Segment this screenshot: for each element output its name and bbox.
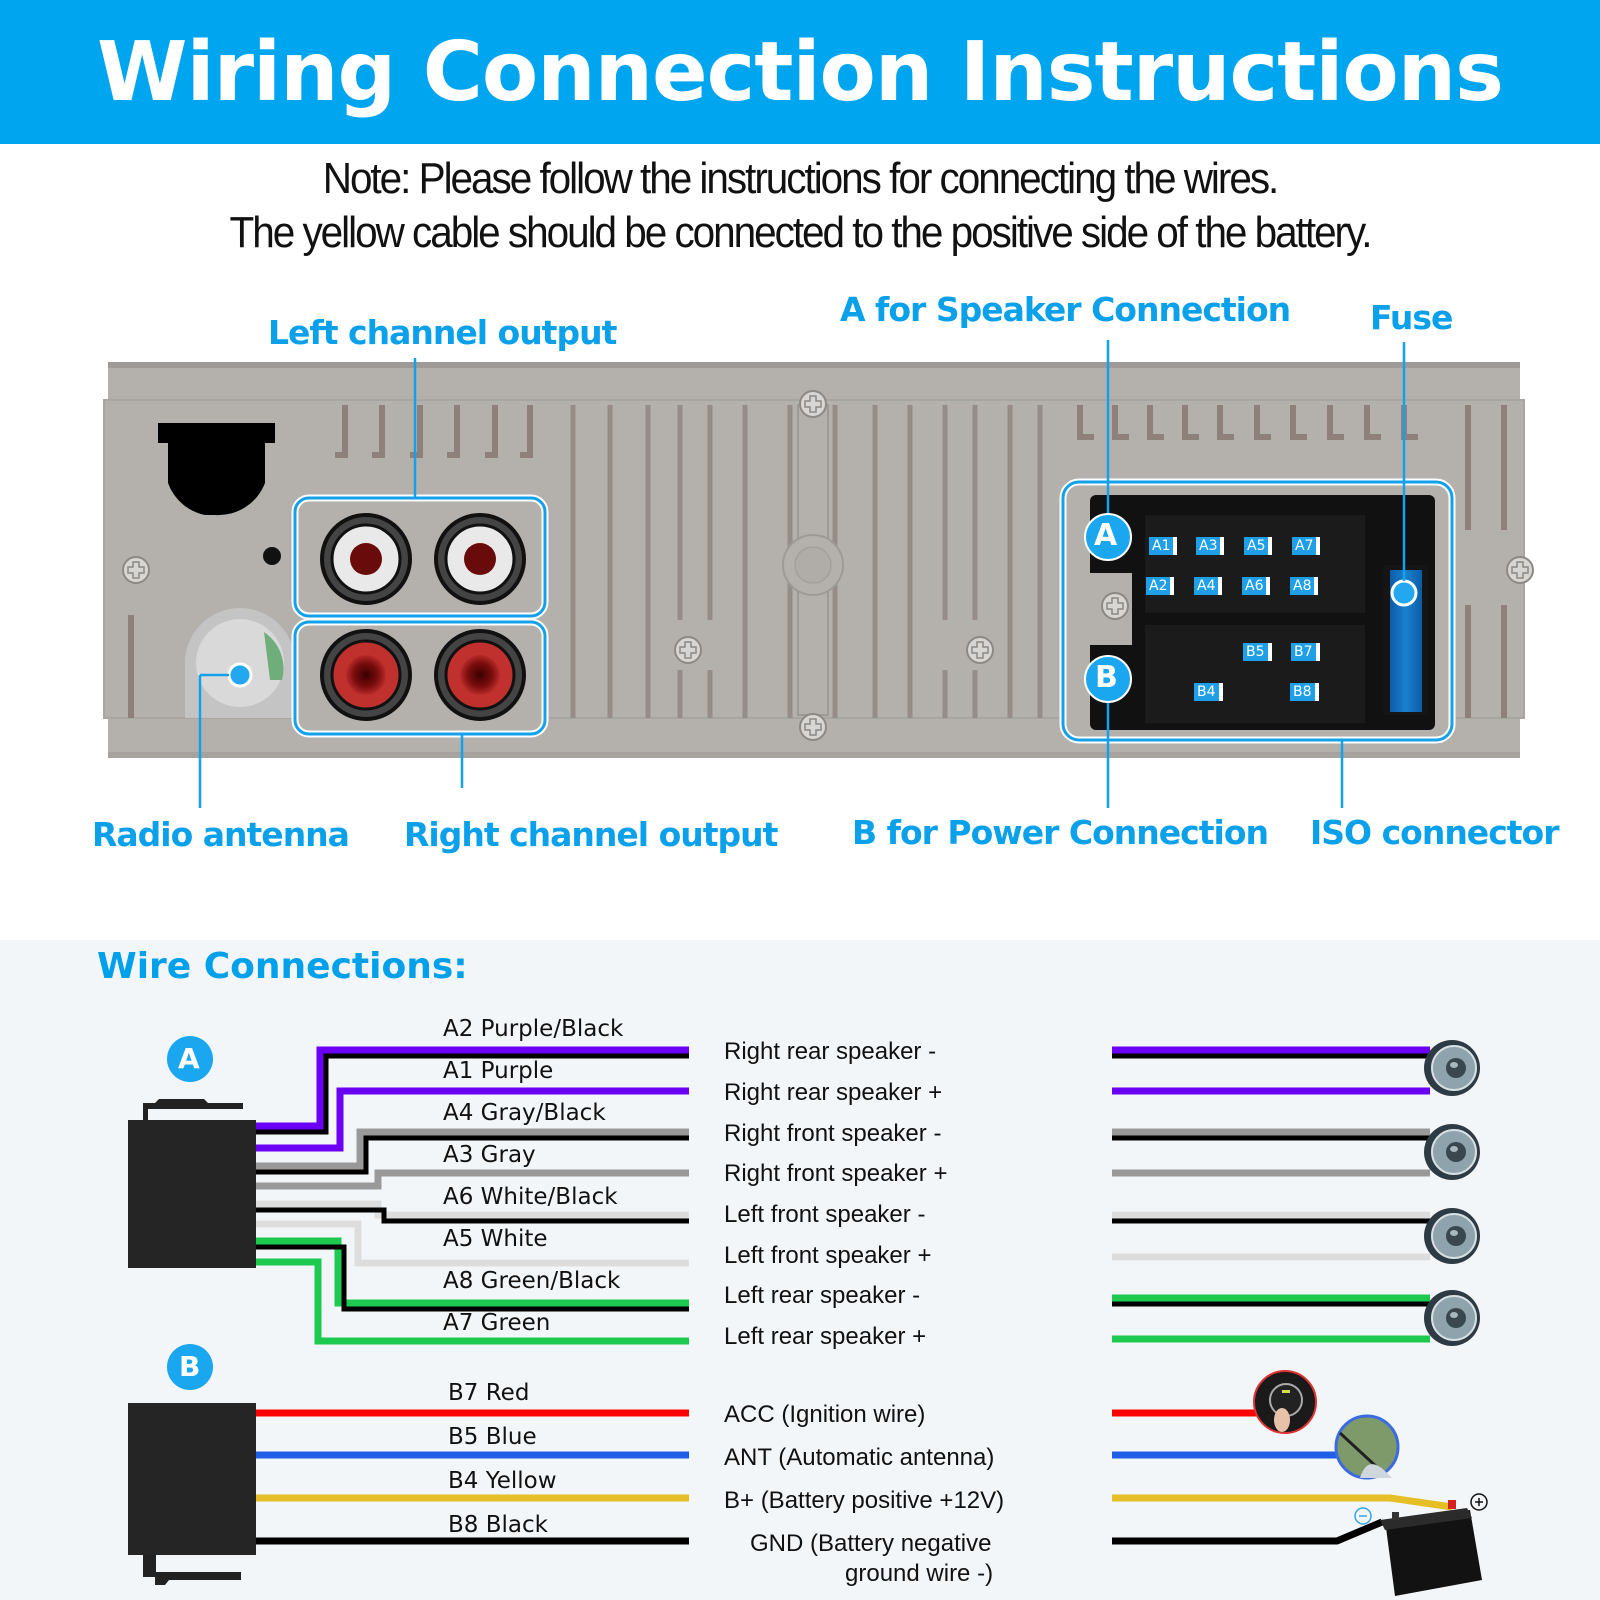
wire-a-stripe-5	[256, 1207, 689, 1224]
iso-pin-a3: A3	[1196, 537, 1225, 555]
note-line-1: Note: Please follow the instructions for…	[322, 154, 1280, 203]
wire-label-a: A6 White/Black	[443, 1184, 618, 1210]
wire-label-a: A1 Purple	[443, 1058, 554, 1084]
rca-left-2	[434, 513, 526, 605]
iso-pin-a5: A5	[1244, 537, 1273, 555]
wire-label-a: A2 Purple/Black	[443, 1016, 624, 1042]
battery-icon	[1354, 1493, 1488, 1596]
speaker-icon	[1424, 1124, 1480, 1180]
wire-label-b: B5 Blue	[448, 1424, 537, 1450]
badge-a-letter: A	[178, 1042, 200, 1075]
speaker-icon	[1424, 1208, 1480, 1264]
badge-a-label: A	[1094, 518, 1117, 553]
wire-a-7	[256, 1237, 689, 1307]
wire-function-gnd-line2: ground wire -)	[845, 1560, 994, 1587]
wire-a-stripe-3	[256, 1135, 689, 1175]
badge-b-connector	[1084, 655, 1132, 703]
connector-a-body	[128, 1120, 256, 1268]
iso-pin-a4: A4	[1194, 577, 1223, 595]
wire-function-gnd-line1: GND (Battery negative	[750, 1530, 992, 1557]
wire-a-1	[256, 1046, 689, 1130]
panel-top-edge	[108, 362, 1520, 368]
speaker-icon	[1424, 1040, 1480, 1096]
wire-function-a: Right front speaker -	[724, 1120, 942, 1147]
antenna-icon	[1334, 1414, 1400, 1480]
iso-pin-a2: A2	[1146, 577, 1175, 595]
badge-a-connector	[1084, 513, 1132, 561]
callout-radio-antenna: Radio antenna	[92, 815, 350, 854]
wire-a-stripe-1	[256, 1053, 689, 1135]
callout-fuse: Fuse	[1370, 298, 1453, 337]
iso-pin-b5: B5	[1243, 643, 1272, 661]
note-line-2: The yellow cable should be connected to …	[229, 208, 1373, 257]
vent-slots-left	[335, 405, 533, 458]
callout-left-channel: Left channel output	[268, 313, 617, 352]
rca-right-2	[434, 629, 526, 721]
wire-a-8	[256, 1258, 689, 1345]
callout-speaker-connection: A for Speaker Connection	[840, 290, 1291, 329]
wire-label-a: A5 White	[443, 1226, 548, 1252]
iso-pin-b8: B8	[1290, 683, 1319, 701]
wire-label-a: A3 Gray	[443, 1142, 536, 1168]
lead-battery-positive	[1112, 1494, 1453, 1511]
rca-left-1	[320, 513, 412, 605]
wire-a-3	[256, 1128, 689, 1170]
wire-label-a: A4 Gray/Black	[443, 1100, 606, 1126]
wire-function-a: Left front speaker +	[724, 1242, 932, 1269]
left-channel-highlight	[293, 496, 547, 618]
badge-b-letter: B	[179, 1350, 200, 1383]
iso-pin-b4: B4	[1194, 683, 1223, 701]
wire-function-a: Left front speaker -	[724, 1201, 926, 1228]
callout-right-channel: Right channel output	[404, 815, 778, 854]
iso-pin-a7: A7	[1292, 537, 1321, 555]
callout-iso-connector: ISO connector	[1310, 813, 1559, 852]
wire-a-6	[256, 1220, 689, 1267]
wire-a-2	[256, 1087, 689, 1152]
wire-label-b: B7 Red	[448, 1380, 530, 1406]
connector-b-body	[128, 1403, 256, 1555]
mic-hole	[263, 547, 281, 565]
badge-b	[167, 1344, 213, 1390]
power-socket-cutout	[158, 423, 275, 516]
radio-rear-panel	[103, 340, 1534, 808]
wire-connections-title: Wire Connections:	[97, 946, 468, 987]
wire-function-b: ACC (Ignition wire)	[724, 1401, 926, 1428]
iso-pin-a8: A8	[1290, 577, 1319, 595]
leader-lines	[198, 340, 1406, 808]
page-title: Wiring Connection Instructions	[97, 24, 1504, 120]
iso-pin-a1: A1	[1149, 537, 1178, 555]
note: Note: Please follow the instructions for…	[64, 152, 1536, 260]
ignition-button-icon	[1253, 1370, 1317, 1434]
wire-function-a: Left rear speaker +	[724, 1323, 927, 1350]
wire-function-b: ANT (Automatic antenna)	[724, 1444, 995, 1471]
badge-a	[167, 1036, 213, 1082]
wire-label-b: B4 Yellow	[448, 1468, 557, 1494]
connector-a-latch	[143, 1099, 243, 1123]
header-banner: Wiring Connection Instructions	[0, 0, 1600, 144]
speaker-icon	[1424, 1290, 1480, 1346]
badge-b-label: B	[1095, 660, 1118, 695]
right-channel-highlight	[293, 620, 547, 736]
iso-pin-b7: B7	[1291, 643, 1320, 661]
vent-slots-right	[1077, 405, 1418, 440]
wire-label-a: A8 Green/Black	[443, 1268, 621, 1294]
wire-function-b: B+ (Battery positive +12V)	[724, 1487, 1005, 1514]
rca-right-1	[320, 629, 412, 721]
heatsink-ribs	[570, 405, 1043, 718]
wire-function-a: Right rear speaker +	[724, 1079, 943, 1106]
wire-label-b: B8 Black	[448, 1512, 548, 1538]
callout-power-connection: B for Power Connection	[852, 813, 1269, 852]
lead-battery-negative	[1112, 1518, 1384, 1545]
wire-function-a: Right front speaker +	[724, 1160, 948, 1187]
iso-connector-highlight	[1061, 480, 1454, 742]
wire-a-stripe-7	[256, 1244, 689, 1312]
connector-b-latch	[143, 1555, 241, 1585]
wire-a-4	[256, 1169, 689, 1190]
wire-function-a: Right rear speaker -	[724, 1038, 937, 1065]
wire-label-a: A7 Green	[443, 1310, 551, 1336]
wire-function-a: Left rear speaker -	[724, 1282, 921, 1309]
iso-pin-a6: A6	[1242, 577, 1271, 595]
